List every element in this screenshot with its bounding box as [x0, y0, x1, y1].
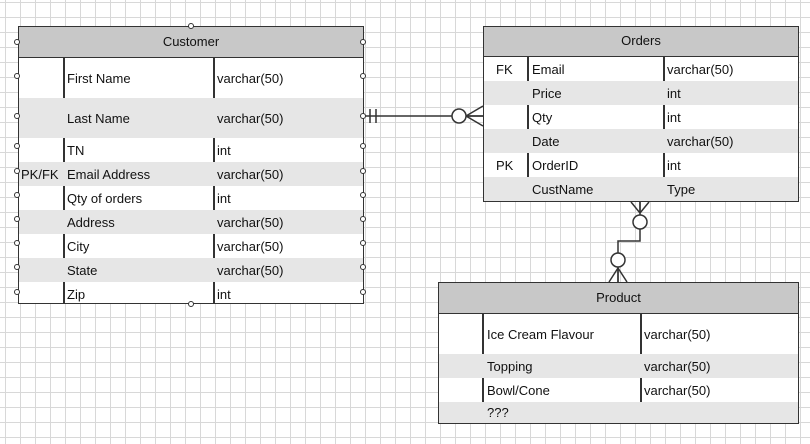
orders-table-title: Orders	[621, 33, 661, 48]
field-name: Qty	[532, 109, 553, 125]
field-name: Date	[532, 133, 560, 149]
handle-right[interactable]	[360, 143, 366, 149]
zero-circle-icon	[632, 214, 648, 230]
field-type: varchar(50)	[217, 238, 284, 254]
field-name: Bowl/Cone	[487, 382, 550, 398]
table-row[interactable]: PK OrderID int	[484, 153, 798, 177]
handle-right[interactable]	[360, 289, 366, 295]
handle-left[interactable]	[14, 143, 20, 149]
field-type: int	[217, 286, 231, 302]
handle-left[interactable]	[14, 73, 20, 79]
field-type: varchar(50)	[217, 70, 284, 86]
table-row[interactable]: Qty of orders int	[19, 186, 363, 210]
handle-left[interactable]	[14, 39, 20, 45]
customer-table-title: Customer	[162, 34, 220, 49]
table-row[interactable]: Price int	[484, 81, 798, 105]
product-table-title: Product	[596, 290, 641, 305]
table-row[interactable]: Qty int	[484, 105, 798, 129]
handle-top[interactable]	[188, 23, 194, 29]
field-name: Price	[532, 85, 562, 101]
crows-foot-icon	[465, 105, 484, 127]
table-row[interactable]: PK/FK Email Address varchar(50)	[19, 162, 363, 186]
table-row[interactable]: Bowl/Cone varchar(50)	[439, 378, 798, 402]
field-key: PK/FK	[21, 166, 59, 182]
field-name: Zip	[67, 286, 86, 302]
field-name: State	[67, 262, 98, 278]
handle-left[interactable]	[14, 240, 20, 246]
handle-left[interactable]	[14, 113, 20, 119]
field-name: Email Address	[67, 166, 151, 182]
crows-foot-icon	[630, 201, 650, 214]
handle-left[interactable]	[14, 216, 20, 222]
zero-circle-icon	[451, 108, 467, 124]
field-type: varchar(50)	[644, 382, 711, 398]
handle-right[interactable]	[360, 39, 366, 45]
handle-right[interactable]	[360, 192, 366, 198]
handle-right[interactable]	[360, 216, 366, 222]
field-type: varchar(50)	[217, 214, 284, 230]
table-row[interactable]: Address varchar(50)	[19, 210, 363, 234]
field-type: int	[667, 85, 681, 101]
orders-product-relationship[interactable]	[608, 201, 650, 283]
field-name: City	[67, 238, 90, 254]
field-key: FK	[496, 61, 513, 77]
product-table[interactable]: Product Ice Cream Flavour varchar(50) To…	[438, 282, 799, 424]
table-row[interactable]: FK Email varchar(50)	[484, 57, 798, 81]
handle-left[interactable]	[14, 168, 20, 174]
field-type: varchar(50)	[667, 133, 734, 149]
orders-table-header: Orders	[484, 27, 798, 57]
handle-left[interactable]	[14, 192, 20, 198]
product-table-header: Product	[439, 283, 798, 314]
table-row[interactable]: CustName Type	[484, 177, 798, 201]
field-name: OrderID	[532, 157, 579, 173]
handle-right[interactable]	[360, 240, 366, 246]
field-name: TN	[67, 142, 85, 158]
orders-table[interactable]: Orders FK Email varchar(50) Price int Qt…	[483, 26, 799, 202]
table-row[interactable]: ???	[439, 402, 798, 423]
field-name: Last Name	[67, 110, 130, 126]
field-type: int	[667, 157, 681, 173]
field-type: int	[217, 190, 231, 206]
field-type: int	[667, 109, 681, 125]
table-row[interactable]: Last Name varchar(50)	[19, 98, 363, 138]
customer-table[interactable]: Customer First Name varchar(50) Last Nam…	[18, 26, 364, 304]
handle-right[interactable]	[360, 168, 366, 174]
field-name: Topping	[487, 358, 533, 374]
field-name: Email	[532, 61, 565, 77]
field-type: int	[217, 142, 231, 158]
customer-orders-relationship[interactable]	[364, 105, 484, 127]
customer-table-header: Customer	[19, 27, 363, 58]
field-name: First Name	[67, 70, 131, 86]
crows-foot-icon	[608, 267, 628, 283]
field-key: PK	[496, 157, 514, 173]
field-type: varchar(50)	[217, 166, 284, 182]
zero-circle-icon	[610, 252, 626, 268]
handle-right[interactable]	[360, 264, 366, 270]
handle-left[interactable]	[14, 264, 20, 270]
table-row[interactable]: Date varchar(50)	[484, 129, 798, 153]
field-name: Address	[67, 214, 115, 230]
table-row[interactable]: Ice Cream Flavour varchar(50)	[439, 314, 798, 354]
field-type: varchar(50)	[644, 358, 711, 374]
field-type: varchar(50)	[217, 110, 284, 126]
field-type: varchar(50)	[217, 262, 284, 278]
field-name: CustName	[532, 181, 594, 197]
field-name: Qty of orders	[67, 190, 143, 206]
field-type: varchar(50)	[644, 326, 711, 342]
handle-right[interactable]	[360, 73, 366, 79]
handle-right[interactable]	[360, 113, 366, 119]
handle-bottom[interactable]	[188, 301, 194, 307]
handle-left[interactable]	[14, 289, 20, 295]
table-row[interactable]: First Name varchar(50)	[19, 58, 363, 98]
table-row[interactable]: State varchar(50)	[19, 258, 363, 282]
table-row[interactable]: Topping varchar(50)	[439, 354, 798, 378]
table-row[interactable]: TN int	[19, 138, 363, 162]
table-row[interactable]: City varchar(50)	[19, 234, 363, 258]
field-name: ???	[487, 405, 509, 420]
field-type: varchar(50)	[667, 61, 734, 77]
field-type: Type	[667, 181, 696, 197]
table-row[interactable]: Zip int	[19, 282, 363, 306]
field-name: Ice Cream Flavour	[487, 326, 594, 342]
